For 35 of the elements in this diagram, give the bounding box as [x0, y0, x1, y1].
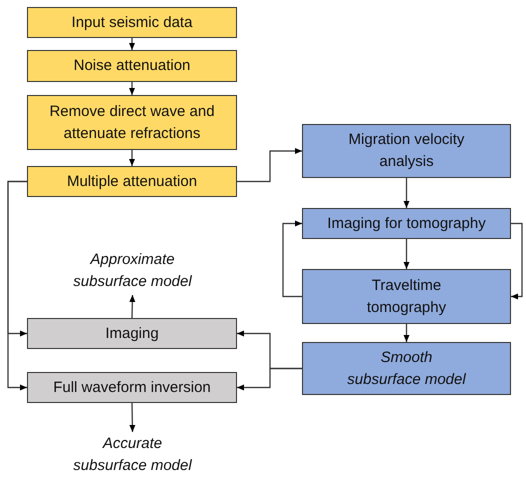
arrow	[282, 220, 302, 298]
process-box	[302, 342, 511, 395]
box-label: Imaging for tomography	[327, 214, 486, 234]
box-label: Remove direct wave and attenuate refractions	[48, 102, 216, 144]
arrow	[129, 150, 135, 166]
box-label: Multiple attenuation	[66, 172, 198, 192]
arrow	[511, 222, 523, 300]
arrow	[404, 178, 410, 208]
arrow	[237, 148, 302, 182]
process-box	[302, 124, 511, 178]
process-box	[27, 95, 237, 150]
arrow	[237, 368, 302, 390]
arrow	[7, 180, 27, 390]
arrow	[404, 239, 410, 269]
box-label: Full waveform inversion	[53, 378, 211, 398]
process-box	[27, 372, 237, 403]
process-box	[27, 7, 237, 38]
process-box	[27, 318, 237, 349]
box-label: Input seismic data	[72, 12, 192, 33]
arrow	[129, 82, 135, 95]
arrow	[404, 324, 410, 342]
box-label: Traveltime tomography	[366, 276, 448, 318]
box-label: Smooth subsurface model	[346, 348, 467, 390]
box-label: Imaging	[105, 324, 159, 344]
arrow	[129, 402, 136, 432]
process-box	[302, 269, 511, 324]
box-label: Migration velocity analysis	[348, 130, 466, 172]
box-label: Accurate subsurface model	[72, 434, 193, 476]
arrow	[129, 38, 135, 50]
process-box	[302, 208, 511, 239]
process-box	[27, 166, 237, 197]
box-label: Noise attenuation	[74, 56, 190, 76]
box-label: Approximate subsurface model	[72, 250, 193, 292]
arrow	[129, 294, 136, 318]
process-box	[27, 50, 237, 82]
